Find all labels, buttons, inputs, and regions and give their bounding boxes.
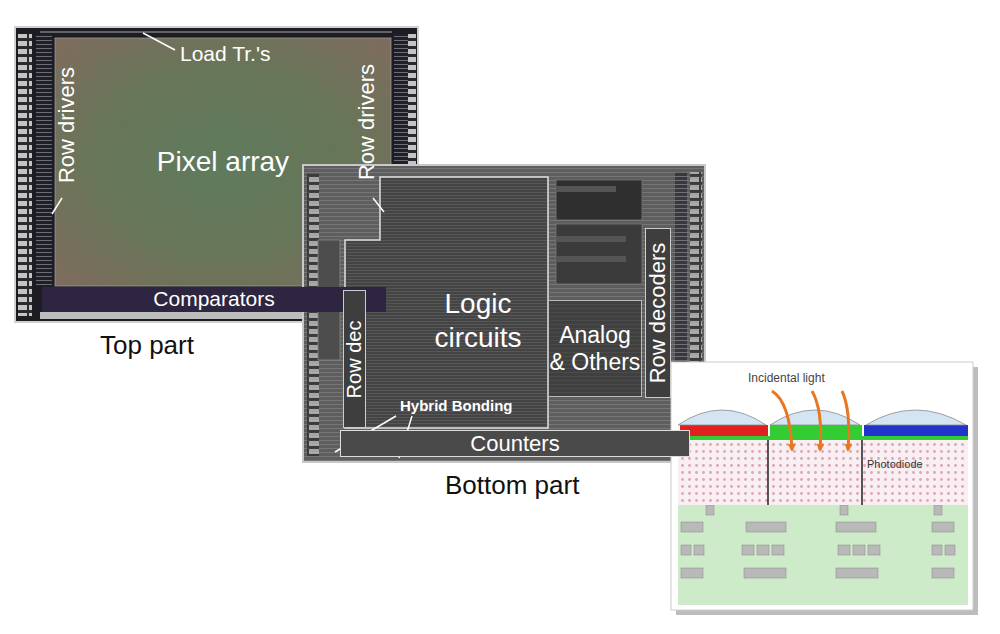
drawing-part — [678, 440, 968, 505]
counter-band: Counters — [340, 430, 690, 457]
drawing-part — [772, 545, 784, 555]
drawing-part — [767, 440, 769, 505]
drawing-part — [744, 568, 786, 578]
light-label: Incidental light — [748, 372, 825, 385]
drawing-part — [18, 34, 32, 316]
part-label: Load Tr.'s — [180, 42, 270, 65]
drawing-part — [757, 545, 769, 555]
drawing-part — [742, 545, 754, 555]
drawing-part — [52, 198, 62, 214]
drawing-part — [840, 505, 848, 515]
node-text: Row decoders — [645, 243, 671, 384]
pixel-array: Pixel array — [55, 38, 391, 286]
drawing-part — [934, 505, 942, 515]
node-text: Pixel array — [157, 146, 289, 178]
drawing-part — [812, 391, 821, 450]
analog-block: Analog & Others — [548, 300, 642, 397]
node-text: Comparators — [153, 287, 274, 311]
drawing-part — [303, 165, 705, 462]
drawing-part — [706, 505, 714, 515]
cross-section-inset — [671, 362, 978, 615]
drawing-part — [836, 522, 876, 532]
bottom-die — [303, 165, 705, 462]
drawing-part — [868, 545, 880, 555]
drawing-part — [853, 545, 865, 555]
drawing-part — [932, 545, 942, 555]
drawing-part — [861, 440, 863, 505]
drawing-part — [746, 522, 786, 532]
drawing-part — [556, 256, 626, 262]
node-text: Logic circuits — [413, 287, 543, 354]
node-text: Row dec — [343, 320, 366, 398]
drawing-part — [36, 34, 52, 286]
drawing-part — [864, 425, 968, 436]
drawing-part — [681, 568, 703, 578]
drawing-part — [556, 186, 616, 192]
drawing-part — [932, 522, 954, 532]
photodiode-label: Photodiode — [867, 458, 923, 470]
drawing-part — [678, 505, 968, 605]
row-decoder-band: Row dec — [343, 290, 366, 428]
drawing-part — [681, 545, 691, 555]
drawing-part — [40, 32, 392, 33]
drawing-part — [556, 180, 642, 220]
drawing-part — [681, 522, 703, 532]
drawing-part — [680, 425, 768, 436]
drawing-part — [866, 410, 966, 425]
drawing-part — [772, 391, 792, 450]
row-decoder-band: Row decoders — [645, 228, 671, 398]
drawing-part — [678, 436, 968, 440]
node-text: Top part — [100, 330, 194, 361]
drawing-part — [556, 224, 642, 284]
drawing-part — [694, 545, 704, 555]
drawing-part — [945, 545, 955, 555]
comparator-band: Comparators — [42, 287, 386, 312]
drawing-part — [373, 198, 384, 212]
drawing-part — [671, 362, 973, 610]
part-label: Row drivers — [355, 64, 379, 180]
drawing-part — [932, 568, 954, 578]
drawing-part — [556, 236, 626, 242]
drawing-part — [143, 33, 175, 50]
drawing-part — [307, 174, 319, 456]
drawing-part — [842, 391, 849, 450]
node-text: Bottom part — [445, 470, 579, 501]
drawing-part — [678, 410, 766, 425]
part-label: Row drivers — [55, 67, 79, 183]
leader-lines — [52, 33, 412, 458]
drawing-part — [681, 505, 955, 578]
node-text: Counters — [470, 431, 559, 456]
drawing-part — [838, 545, 850, 555]
logic-region: Logic circuits — [368, 177, 548, 428]
drawing-part — [836, 568, 878, 578]
part-label: Hybrid Bonding — [400, 398, 513, 415]
node-text: Analog & Others — [549, 322, 641, 375]
drawing-part — [772, 391, 849, 450]
bottom-die: Bottom partLogic circuitsAnalog & Others… — [303, 165, 705, 462]
